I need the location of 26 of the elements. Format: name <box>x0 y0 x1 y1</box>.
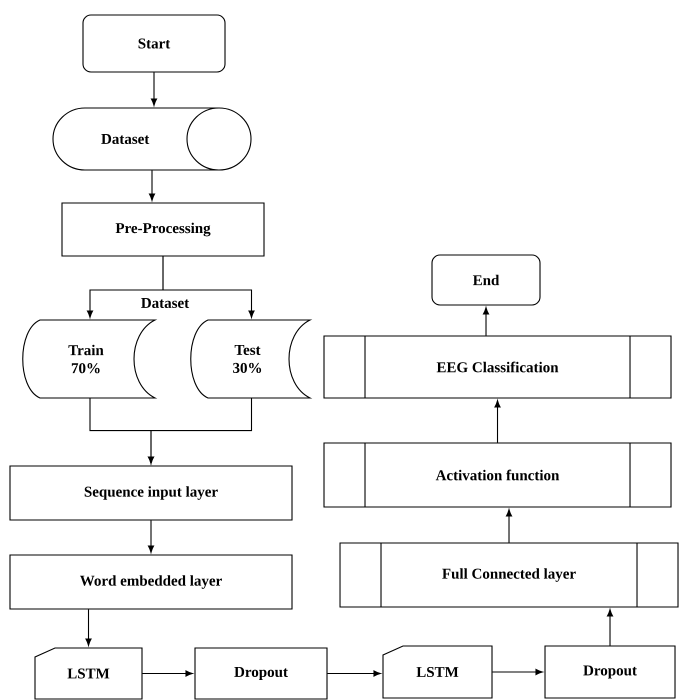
process-box: Dropout <box>544 645 676 699</box>
process-box: Word embedded layer <box>9 554 293 610</box>
predefined-process-box: Full Connected layer <box>339 542 679 608</box>
arrow <box>148 398 252 464</box>
arrow <box>482 307 490 336</box>
process-box: Sequence input layer <box>9 465 293 521</box>
arrow <box>150 72 158 106</box>
predefined-process-box: Activation function <box>323 442 672 508</box>
arrow <box>85 610 92 646</box>
process-box: Pre-Processing <box>61 202 265 257</box>
text-label: Dataset <box>141 298 190 308</box>
arrow <box>606 609 614 646</box>
predefined-process-box: EEG Classification <box>323 335 672 399</box>
terminal-box: Start <box>82 14 226 73</box>
arrow <box>494 400 501 442</box>
process-box: Dropout <box>194 647 328 700</box>
arrow <box>148 520 154 553</box>
terminal-box: End <box>431 254 541 306</box>
arrow <box>506 509 512 542</box>
node-label: Dataset <box>101 134 150 144</box>
arrow <box>328 670 381 677</box>
arrow <box>492 668 543 676</box>
arrow <box>148 170 156 201</box>
data-cylinder: Dataset <box>52 107 252 171</box>
arrow <box>142 670 193 677</box>
arrow <box>162 256 255 318</box>
